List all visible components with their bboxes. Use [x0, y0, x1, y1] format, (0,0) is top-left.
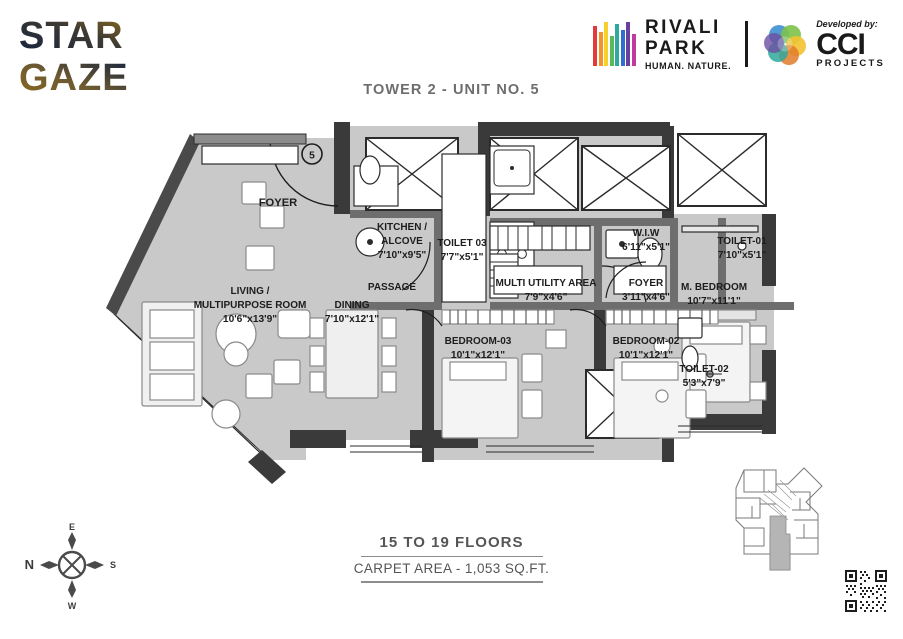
page-title: TOWER 2 - UNIT NO. 5: [363, 82, 540, 98]
key-plan-highlighted-unit: [769, 515, 791, 571]
rivali-park-logo: RIVALI PARK HUMAN. NATURE.: [593, 18, 731, 71]
carpet-area-label: CARPET AREA - 1,053 SQ.FT.: [353, 561, 550, 577]
key-plan-outline: [735, 467, 823, 571]
cci-name: CCI: [816, 27, 866, 61]
rivali-tagline: HUMAN. NATURE.: [644, 60, 732, 71]
room-label-foyer2: FOYER: [629, 278, 664, 289]
cci-sub: PROJECTS: [816, 57, 885, 69]
room-label-foyer: FOYER: [259, 197, 298, 209]
room-label-kitchen: KITCHEN /: [377, 222, 427, 233]
unit-entry-marker-circle: [301, 143, 323, 165]
room-dim-living: 10'6"x13'9": [223, 314, 277, 325]
room-dim-alcove: 7'10"x9'5": [378, 250, 427, 261]
room-dim-utility: 7'9"x4'6": [525, 292, 568, 303]
compass-label-w: W: [68, 601, 77, 611]
room-label-toilet02: TOILET-02: [679, 364, 729, 375]
room-label-bedroom02: BEDROOM-02: [613, 336, 680, 347]
room-dim-master: 10'7"x11'1": [687, 296, 741, 307]
rivali-line1: RIVALI: [644, 16, 721, 38]
living-furniture: [141, 181, 311, 429]
compass-label-e: E: [69, 522, 75, 532]
room-label-wiw: W.I.W: [633, 228, 660, 239]
compass-label-n: N: [25, 557, 34, 572]
room-dim-foyer2: 3'11"x4'6": [622, 292, 670, 303]
exterior-wall-nw: [106, 134, 200, 316]
dining-furniture: [309, 309, 397, 399]
lower-window-sills: [350, 425, 762, 453]
plan-geometry: 5: [106, 122, 794, 484]
brand-divider: [745, 21, 749, 67]
footer-rule-top: [360, 556, 543, 558]
bedroom03-furniture: [405, 308, 567, 439]
stargaze-logo: STAR GAZE: [18, 14, 148, 100]
room-dim-dining: 7'10"x12'1": [325, 314, 379, 325]
room-label-utility: MULTI UTILITY AREA: [496, 278, 597, 289]
room-label-living: LIVING /: [231, 286, 270, 297]
key-plan: [730, 458, 840, 588]
footer-block: 15 TO 19 FLOORS CARPET AREA - 1,053 SQ.F…: [0, 534, 903, 587]
qr-code[interactable]: [843, 568, 889, 614]
partition-walls: [350, 198, 794, 310]
rivali-stripes-icon: [593, 22, 636, 66]
cci-swirl-icon: [764, 25, 807, 65]
room-dim-toilet01: 7'10"x5'1": [718, 250, 767, 261]
room-label-toilet03: TOILET 03: [437, 238, 487, 249]
key-plan-core: [759, 479, 797, 521]
developed-by-label: Developed by:: [816, 18, 878, 29]
floors-label: 15 TO 19 FLOORS: [379, 534, 524, 551]
floor-plan-drawing: 5: [70, 110, 840, 490]
room-dim-bedroom02: 10'1"x12'1": [619, 350, 673, 361]
room-dim-toilet03: 7'7"x5'1": [441, 252, 484, 263]
room-label-passage: PASSAGE: [368, 282, 416, 293]
utility-fittings: [493, 261, 667, 299]
room-dim-toilet02: 5'3"x7'9": [683, 378, 726, 389]
room-dim-wiw: 6'11"x5'1": [622, 242, 670, 253]
room-label-toilet01: TOILET-01: [717, 236, 767, 247]
brand-bar: RIVALI PARK HUMAN. NATURE. Developed by:…: [593, 10, 885, 78]
room-dim-bedroom03: 10'1"x12'1": [451, 350, 505, 361]
exterior-wall-sw: [248, 450, 286, 484]
room-label-multipurpose: MULTIPURPOSE ROOM: [194, 300, 307, 311]
rivali-line2: PARK: [644, 37, 708, 59]
room-label-bedroom03: BEDROOM-03: [445, 336, 512, 347]
logo-text-star: STAR: [19, 15, 124, 57]
room-label-dining: DINING: [335, 300, 370, 311]
room-labels: FOYER KITCHEN / ALCOVE 7'10"x9'5" LIVING…: [194, 197, 767, 389]
footer-rule-bottom: [360, 581, 543, 583]
entry-door: [193, 133, 339, 207]
compass-label-s: S: [110, 560, 116, 570]
toilet02-fittings: [677, 317, 722, 378]
compass-rose: E W N S: [22, 518, 122, 614]
unit-entry-marker-label: 5: [309, 151, 315, 162]
room-label-alcove: ALCOVE: [381, 236, 423, 247]
cci-projects-logo: Developed by: CCI PROJECTS: [762, 18, 885, 69]
toilet03-fittings: [355, 155, 431, 291]
logo-text-gaze: GAZE: [19, 57, 129, 99]
room-label-master: M. BEDROOM: [681, 282, 747, 293]
